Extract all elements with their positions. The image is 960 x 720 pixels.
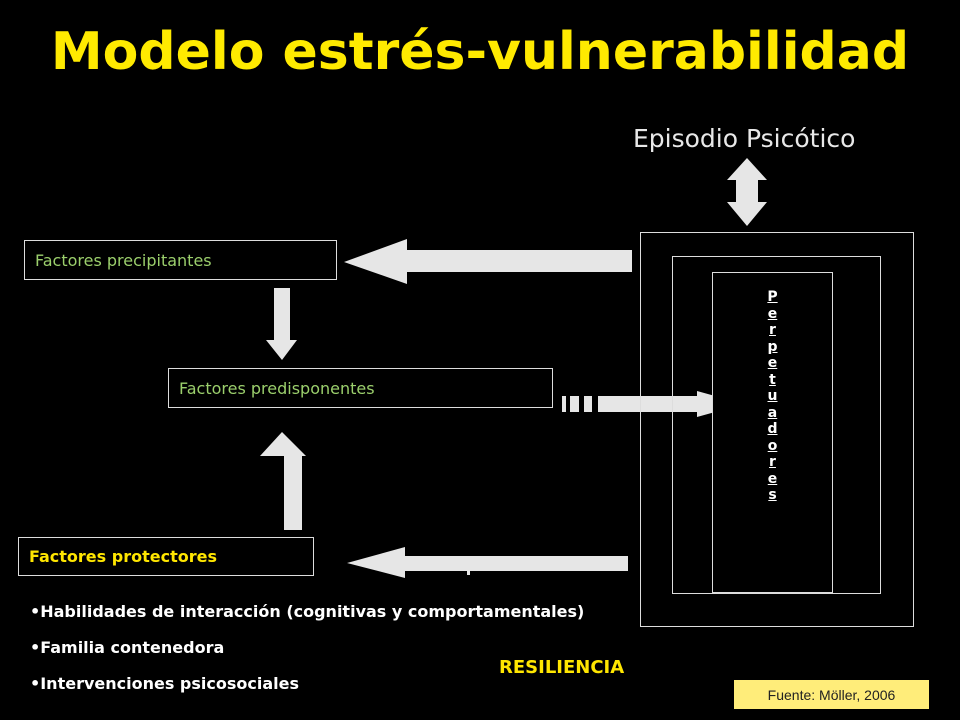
source-note: Fuente: Möller, 2006 [734,680,929,709]
resiliencia-label: RESILIENCIA [499,657,625,678]
perpetuadores-letter: t [769,371,776,388]
perpetuadores-letter: a [767,404,778,421]
slide-title: Modelo estrés-vulnerabilidad [50,22,910,82]
perpetuadores-letter: d [767,421,778,437]
bullet-item: •Intervenciones psicosociales [30,674,300,693]
perpetuadores-letter: s [768,487,777,503]
perpetuadores-letter: e [767,305,778,322]
perpetuadores-letter: u [767,388,778,404]
episodio-psicotico-label: Episodio Psicótico [633,124,856,153]
arrow-up-to-predisponentes [260,432,306,530]
factores-precipitantes-box: Factores precipitantes [24,240,337,280]
perpetuadores-letter: P [767,289,778,305]
perpetuadores-letter: p [767,338,778,355]
bullet-item: •Familia contenedora [30,638,225,657]
arrow-to-precipitantes [344,239,632,284]
double-vertical-arrow [727,158,767,226]
perpetuadores-letter: r [769,322,776,338]
bullet-list: •Habilidades de interacción (cognitivas … [30,602,584,710]
outer-frame [640,232,914,627]
bullet-item: •Habilidades de interacción (cognitivas … [30,602,585,621]
dashed-arrow-to-perpetuadores [562,391,744,417]
perpetuadores-letter: o [767,437,778,454]
factores-predisponentes-box: Factores predisponentes [168,368,553,408]
arrow-down-to-predisponentes [266,288,297,360]
perpetuadores-letter: e [767,355,778,371]
perpetuadores-letter: r [769,454,776,470]
middle-frame [672,256,881,594]
arrow-to-protectores [347,547,628,578]
perpetuadores-letter: e [767,470,778,487]
factores-protectores-box: Factores protectores [18,537,314,576]
